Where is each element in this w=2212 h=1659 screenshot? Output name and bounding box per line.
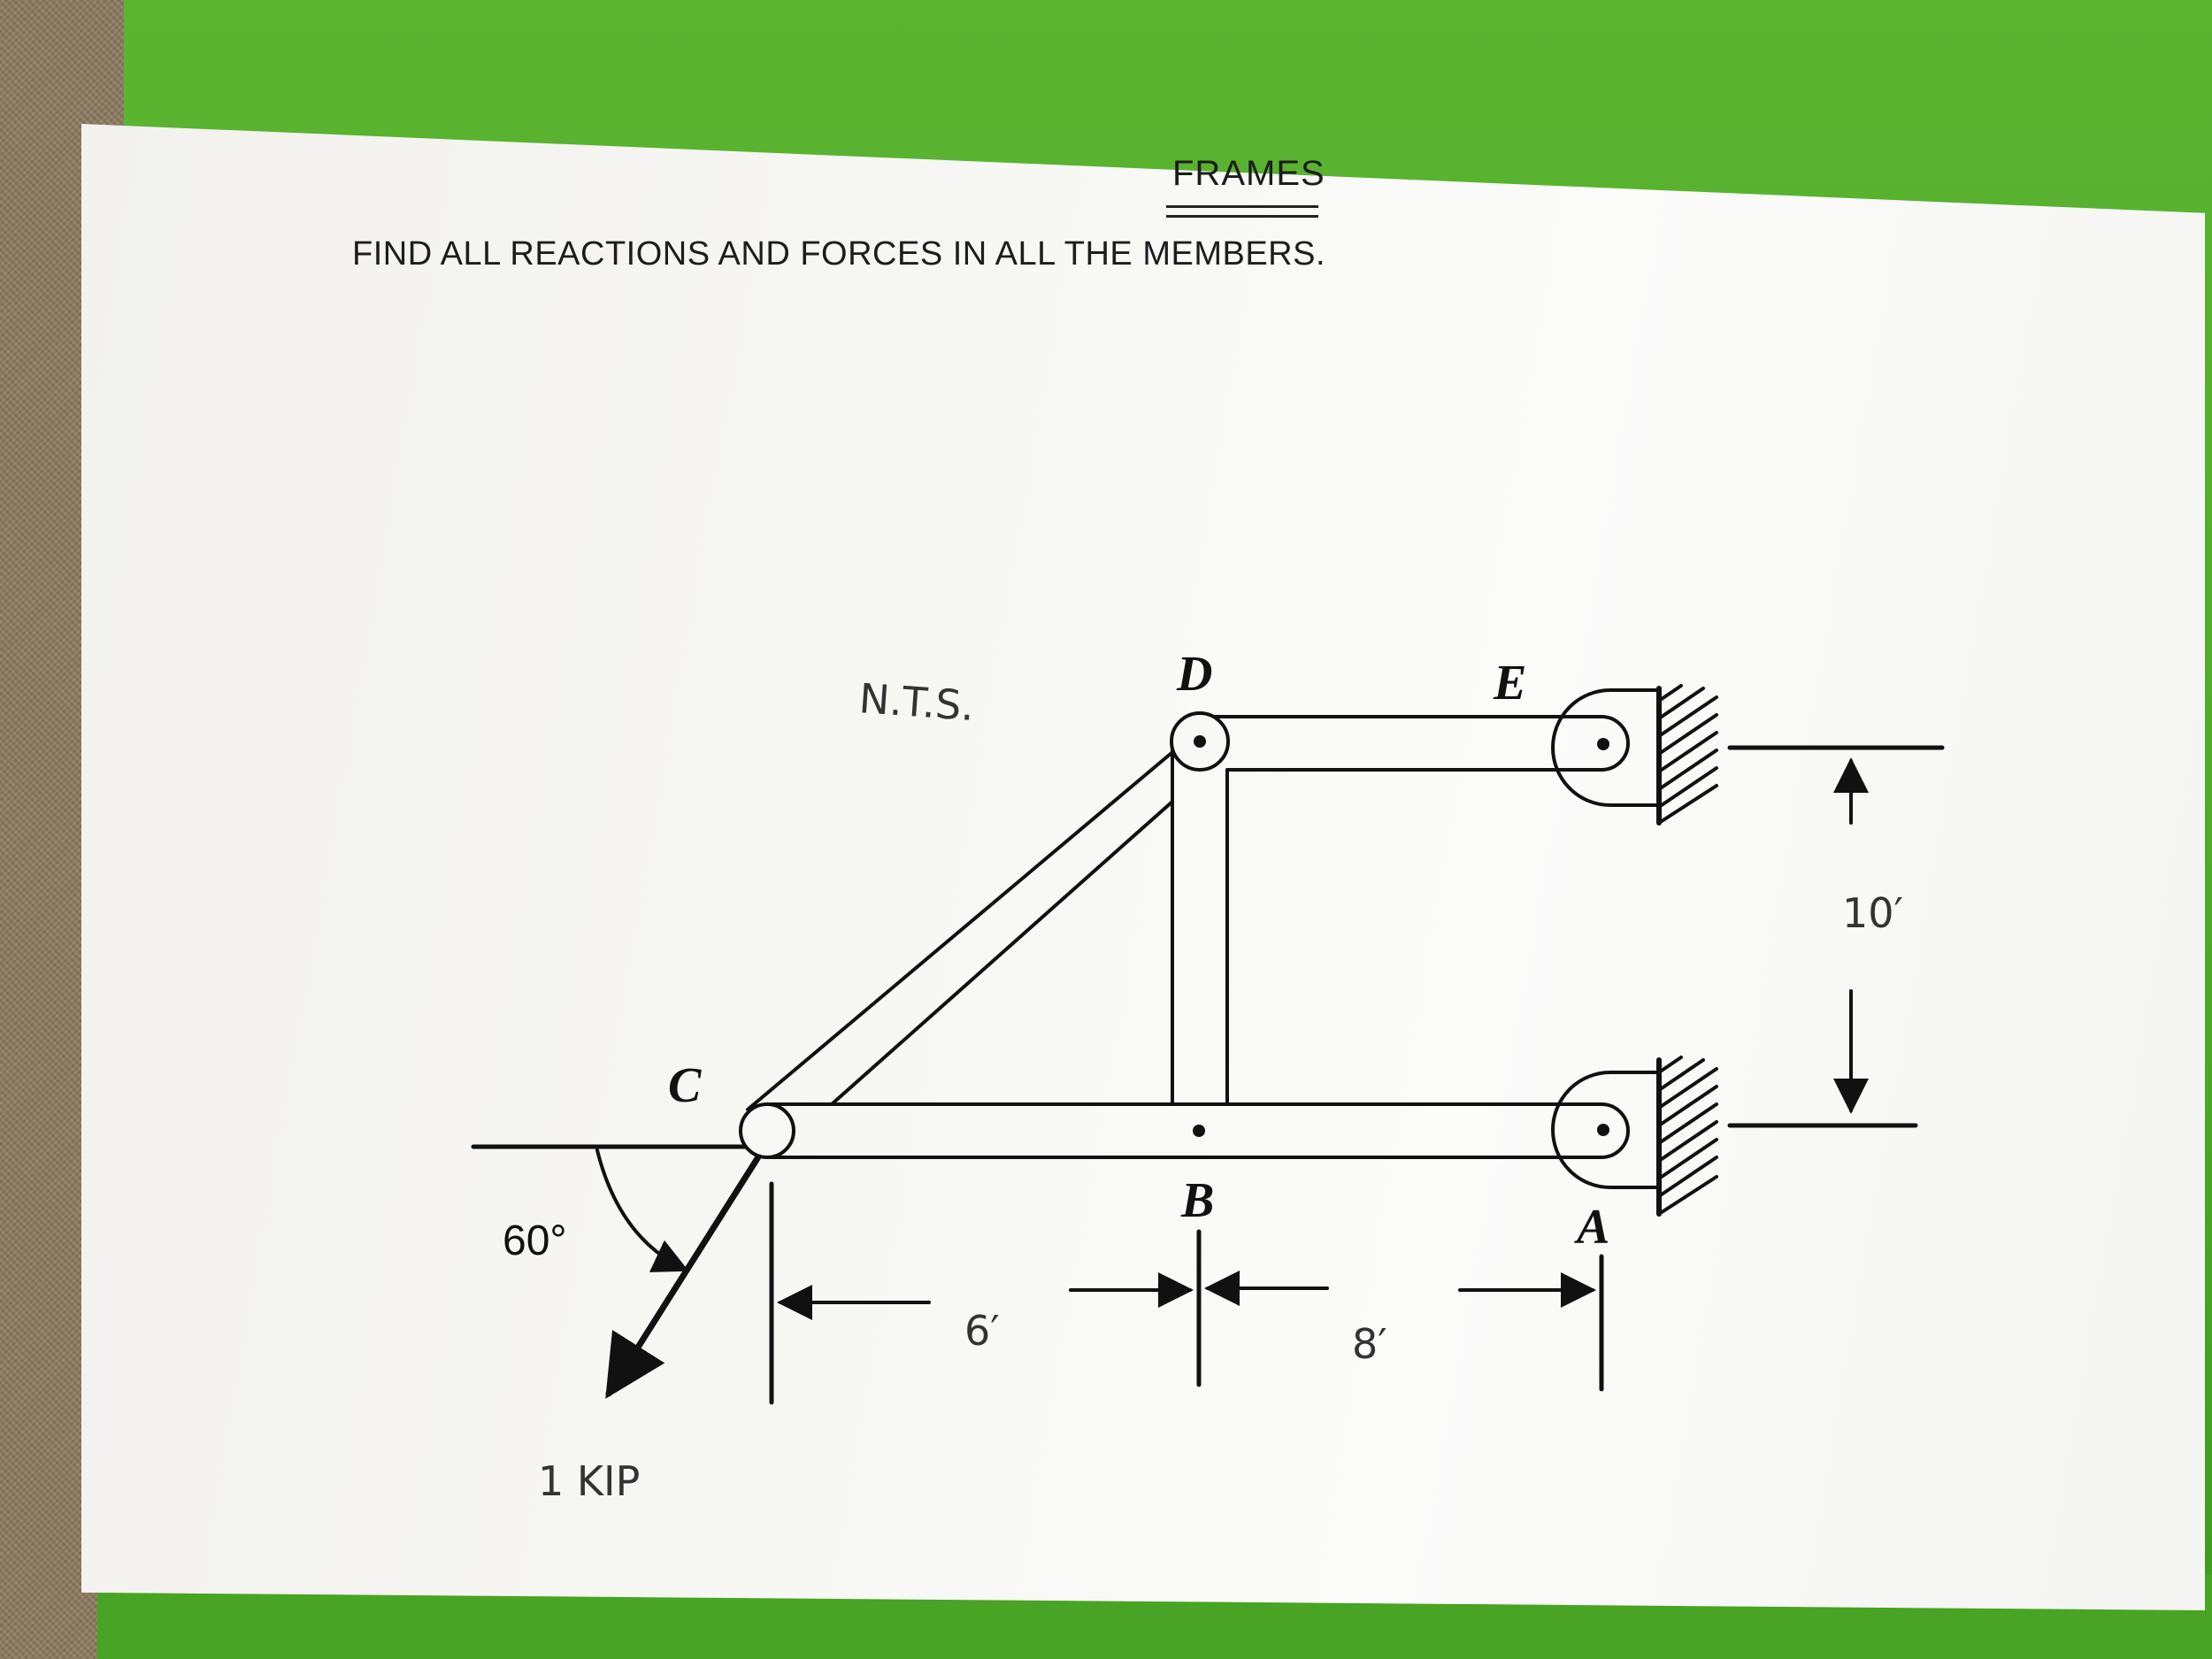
worksheet-paper [81, 124, 2205, 1610]
label-a: A [1574, 1200, 1609, 1255]
load-arrow [605, 1142, 769, 1399]
pin-bracket-a [1551, 1071, 1661, 1189]
worksheet-title: FRAMES [1172, 154, 1325, 193]
pin-e [1597, 738, 1609, 750]
problem-instruction: FIND ALL REACTIONS AND FORCES IN ALL THE… [352, 235, 1326, 273]
label-b: B [1180, 1173, 1214, 1228]
load-magnitude-label: 1 KIP [538, 1457, 640, 1505]
pin-d [1194, 735, 1206, 748]
member-cd-upper [746, 747, 1179, 1111]
label-e: E [1493, 656, 1526, 710]
angle-arc [595, 1148, 689, 1272]
label-d: D [1176, 647, 1212, 702]
label-c: C [668, 1058, 702, 1113]
pin-a [1597, 1124, 1609, 1136]
scale-note: N.T.S. [857, 674, 976, 730]
member-ca [744, 1102, 1630, 1159]
dimension-cb-label: 6′ [964, 1307, 1000, 1355]
wall-support-a [1656, 1056, 1718, 1217]
dimension-height-label: 10′ [1842, 889, 1903, 937]
member-cd-lower [830, 800, 1174, 1106]
dimension-ba-label: 8′ [1352, 1320, 1387, 1368]
load-angle-label: 60° [503, 1217, 567, 1264]
member-de [1199, 715, 1630, 772]
wall-support-e [1656, 684, 1718, 826]
pin-bracket-e [1551, 688, 1661, 807]
pin-b [1193, 1125, 1205, 1137]
joint-c [739, 1102, 795, 1159]
title-double-underline [1166, 205, 1318, 218]
